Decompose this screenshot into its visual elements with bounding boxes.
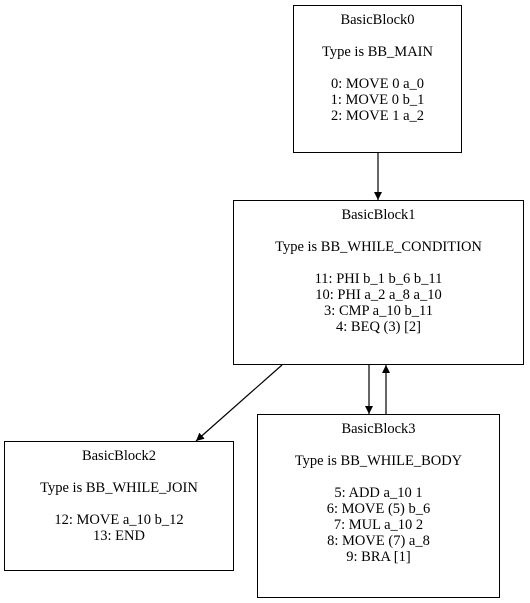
- edge-bb1-to-bb2: [195, 364, 283, 442]
- block-type: Type is BB_WHILE_JOIN: [40, 480, 198, 496]
- instruction: 13: END: [93, 528, 145, 544]
- instruction-list: 11: PHI b_1 b_6 b_11 10: PHI a_2 a_8 a_1…: [234, 271, 523, 335]
- instruction: 1: MOVE 0 b_1: [330, 92, 425, 108]
- block-title: BasicBlock3: [341, 421, 416, 437]
- instruction: 4: BEQ (3) [2]: [336, 319, 421, 335]
- instruction: 5: ADD a_10 1: [334, 485, 423, 501]
- instruction-list: 0: MOVE 0 a_0 1: MOVE 0 b_1 2: MOVE 1 a_…: [294, 76, 461, 124]
- instruction: 10: PHI a_2 a_8 a_10: [315, 287, 442, 303]
- instruction: 8: MOVE (7) a_8: [327, 533, 430, 549]
- instruction: 0: MOVE 0 a_0: [330, 76, 425, 92]
- basic-block-0: BasicBlock0 Type is BB_MAIN 0: MOVE 0 a_…: [293, 5, 462, 153]
- instruction: 11: PHI b_1 b_6 b_11: [314, 271, 443, 287]
- block-type: Type is BB_MAIN: [322, 44, 433, 60]
- block-title: BasicBlock1: [341, 207, 416, 223]
- basic-block-1: BasicBlock1 Type is BB_WHILE_CONDITION 1…: [233, 200, 524, 365]
- instruction-list: 5: ADD a_10 1 6: MOVE (5) b_6 7: MUL a_1…: [258, 485, 499, 565]
- instruction: 12: MOVE a_10 b_12: [54, 512, 184, 528]
- basic-block-3: BasicBlock3 Type is BB_WHILE_BODY 5: ADD…: [257, 414, 500, 598]
- instruction-list: 12: MOVE a_10 b_12 13: END: [5, 512, 233, 544]
- block-title: BasicBlock0: [340, 12, 415, 28]
- instruction: 3: CMP a_10 b_11: [324, 303, 433, 319]
- instruction: 6: MOVE (5) b_6: [326, 501, 431, 517]
- instruction: 7: MUL a_10 2: [333, 517, 424, 533]
- instruction: 9: BRA [1]: [346, 549, 411, 565]
- block-type: Type is BB_WHILE_BODY: [294, 453, 463, 469]
- block-title: BasicBlock2: [81, 448, 157, 464]
- basic-block-2: BasicBlock2 Type is BB_WHILE_JOIN 12: MO…: [4, 441, 234, 571]
- block-type: Type is BB_WHILE_CONDITION: [275, 239, 482, 255]
- instruction: 2: MOVE 1 a_2: [330, 108, 425, 124]
